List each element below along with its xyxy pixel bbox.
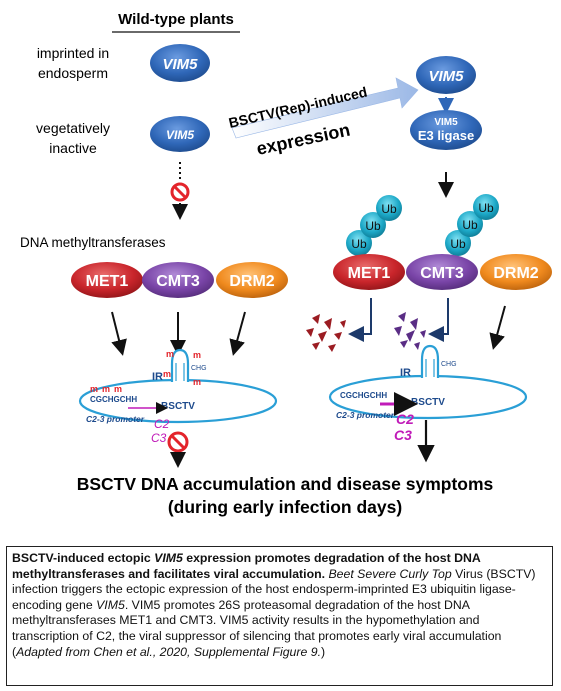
- cmt3-left: CMT3: [142, 262, 214, 298]
- drm2-label: DRM2: [229, 273, 274, 290]
- ir-label: IR: [152, 371, 163, 383]
- result-line1: BSCTV DNA accumulation and disease sympt…: [77, 474, 494, 494]
- arrow-cmt3-degradation: [428, 298, 449, 342]
- chg-label: CHG: [441, 361, 457, 368]
- caption-virus-name: Beet Severe Curly Top: [328, 566, 452, 581]
- bsctv-label: BSCTV: [161, 401, 195, 412]
- methyl-mark: m: [102, 384, 110, 394]
- ub-label: Ub: [462, 218, 478, 232]
- met1-label: MET1: [86, 273, 129, 290]
- chg-label: CHG: [191, 365, 207, 372]
- cmt3-label: CMT3: [156, 273, 200, 290]
- vim5-vegetative: VIM5: [150, 116, 210, 152]
- ubiquitin-chain-cmt3: Ub Ub Ub: [445, 194, 499, 256]
- vim5-induced: VIM5: [416, 56, 476, 94]
- cg-sequence: CGCHGCHH: [90, 395, 137, 404]
- arrow-met1-degradation: [348, 298, 372, 342]
- bsctv-dna-right: IR CHG BSCTV CGCHGCHH C2-3 promoter C2 C…: [328, 344, 528, 443]
- methyl-mark: m: [193, 350, 201, 360]
- vim5-label: VIM5: [162, 56, 198, 73]
- drm2-right: DRM2: [480, 254, 552, 290]
- met1-label: MET1: [348, 265, 391, 282]
- cg-sequence: CGCHGCHH: [340, 391, 387, 400]
- ub-label: Ub: [365, 219, 381, 233]
- prohibit-icon: [167, 431, 189, 453]
- cmt3-right: CMT3: [406, 254, 478, 290]
- expression-arrow: [231, 77, 419, 139]
- c2-label: C2: [154, 417, 170, 431]
- caption-body-vim5: VIM5: [96, 597, 125, 612]
- met1-left: MET1: [71, 262, 143, 298]
- left-title: Wild-type plants: [118, 11, 234, 28]
- vim5-imprinted: VIM5: [150, 44, 210, 82]
- ub-label: Ub: [478, 201, 494, 215]
- methyl-mark: m: [90, 384, 98, 394]
- methyl-mark: m: [114, 384, 122, 394]
- c2-label: C2: [396, 411, 414, 427]
- met1-right: MET1: [333, 254, 405, 290]
- label-imprinted-line1: imprinted in: [37, 45, 109, 61]
- caption-adapted: Adapted from Chen et al., 2020, Suppleme…: [16, 644, 321, 659]
- methyl-mark: m: [166, 349, 174, 359]
- prohibit-icon: [170, 182, 190, 202]
- ub-label: Ub: [450, 237, 466, 251]
- caption-body-a: Virus (BSCTV) infection triggers the ect…: [12, 566, 536, 612]
- caption-title-vim5: VIM5: [154, 551, 183, 565]
- figure-caption: BSCTV-induced ectopic VIM5 expression pr…: [6, 546, 553, 686]
- caption-title-a: BSCTV-induced ectopic: [12, 551, 155, 565]
- caption-close: ): [321, 644, 326, 659]
- vim5-label: VIM5: [166, 128, 194, 142]
- methyl-mark: m: [193, 377, 201, 387]
- c3-label: C3: [394, 427, 412, 443]
- label-vegetative-line1: vegetatively: [36, 120, 110, 136]
- dna-mt-label: DNA methyltransferases: [20, 235, 166, 250]
- c3-label: C3: [151, 431, 167, 445]
- ub-label: Ub: [381, 202, 397, 216]
- arrow-drm2-dna: [229, 311, 246, 356]
- result-line2: (during early infection days): [168, 497, 402, 517]
- ubiquitin-chain-met1: Ub Ub Ub: [346, 195, 402, 256]
- e3-bottom-label: E3 ligase: [418, 128, 474, 143]
- promoter-label: C2-3 promoter: [336, 410, 395, 420]
- vim5-label: VIM5: [428, 68, 464, 85]
- bsctv-dna-left: IR CHG m m m m BSCTV CGCHGCHH m m m C2-3…: [78, 348, 278, 445]
- methyl-mark: m: [163, 369, 171, 379]
- cmt3-label: CMT3: [420, 265, 464, 282]
- ir-label: IR: [400, 367, 411, 379]
- e3-top-label: VIM5: [434, 117, 458, 128]
- label-imprinted-line2: endosperm: [38, 65, 108, 81]
- bsctv-label: BSCTV: [411, 397, 445, 408]
- promoter-label: C2-3 promoter: [86, 414, 145, 424]
- cmt3-degraded-fragments: [394, 312, 426, 350]
- mechanism-diagram: Wild-type plants imprinted in endosperm …: [20, 11, 552, 517]
- met1-degraded-fragments: [306, 314, 346, 352]
- arrow-met1-dna: [111, 311, 127, 356]
- ub-label: Ub: [351, 237, 367, 251]
- drm2-label: DRM2: [493, 265, 538, 282]
- caption-title-b: expression promotes degradation of the h…: [12, 551, 481, 581]
- drm2-left: DRM2: [216, 262, 288, 298]
- vim5-e3-ligase: VIM5 E3 ligase: [410, 110, 482, 150]
- label-vegetative-line2: inactive: [49, 140, 97, 156]
- caption-body-b: . VIM5 promotes 26S proteasomal degradat…: [12, 597, 502, 659]
- arrow-drm2-dna-right: [489, 305, 506, 350]
